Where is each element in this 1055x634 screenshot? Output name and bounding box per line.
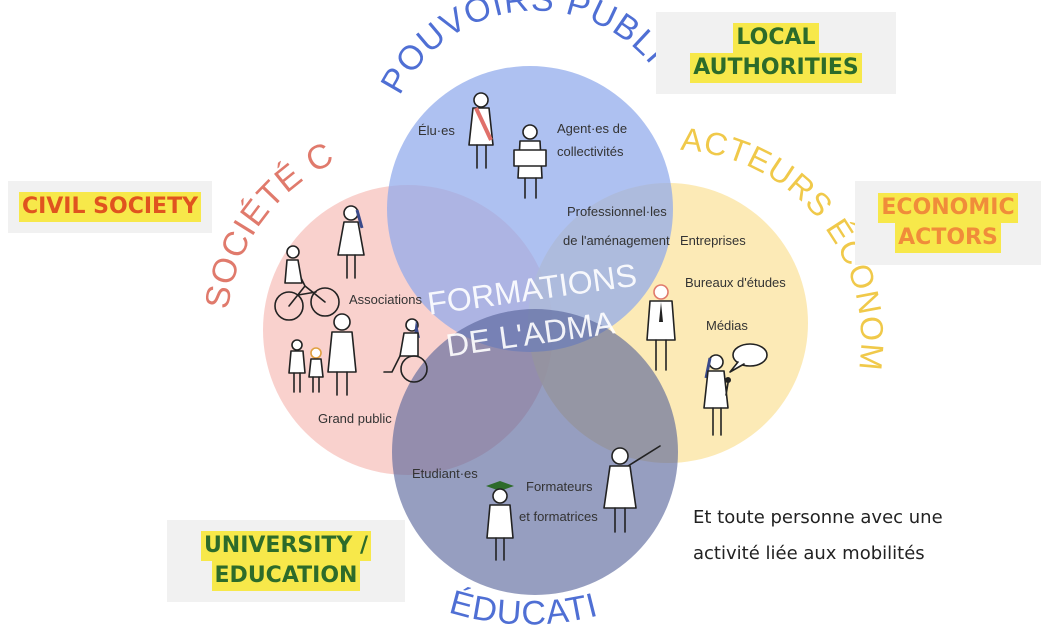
economic-actors-label: ECONOMIC ACTORS xyxy=(855,181,1041,265)
economic-actors-line-2: ACTORS xyxy=(895,223,1001,253)
label-elues: Élu·es xyxy=(418,123,455,138)
university-education-line-2: EDUCATION xyxy=(211,561,361,591)
label-etudiantes: Etudiant·es xyxy=(412,466,478,481)
children-icon xyxy=(288,339,324,393)
adult-person-icon xyxy=(327,313,357,396)
label-formateurs-1: Formateurs xyxy=(526,479,593,494)
civil-society-line-1: CIVIL SOCIETY xyxy=(18,192,202,222)
footer-note-line-1: Et toute personne avec une xyxy=(693,507,943,528)
label-agentes-1: Agent·es de xyxy=(557,121,627,136)
civil-society-label: CIVIL SOCIETY xyxy=(8,181,212,233)
label-bureaux: Bureaux d'études xyxy=(685,275,786,290)
label-formateurs-2: et formatrices xyxy=(519,509,598,524)
teacher-icon xyxy=(603,445,661,533)
speech-bubble-icon xyxy=(729,343,768,373)
label-entreprises: Entreprises xyxy=(680,233,746,248)
label-grand-public: Grand public xyxy=(318,411,392,426)
education-circle xyxy=(392,309,678,595)
local-authorities-label: LOCAL AUTHORITIES xyxy=(656,12,896,94)
elected-official-icon xyxy=(468,92,494,169)
economic-actors-line-1: ECONOMIC xyxy=(878,193,1018,223)
person-icon xyxy=(337,205,365,279)
label-medias: Médias xyxy=(706,318,748,333)
label-pros-2: de l'aménagement xyxy=(563,233,670,248)
local-authorities-line-1: LOCAL xyxy=(733,23,819,53)
label-associations: Associations xyxy=(349,292,422,307)
university-education-label: UNIVERSITY / EDUCATION xyxy=(167,520,405,602)
agent-with-document-icon xyxy=(513,124,547,199)
businessperson-icon xyxy=(646,284,676,371)
public-authorities-circle xyxy=(387,66,673,352)
wheelchair-user-icon xyxy=(383,318,428,383)
graduate-icon xyxy=(486,481,514,561)
bicycle-person-icon xyxy=(274,245,340,321)
label-agentes-2: collectivités xyxy=(557,144,624,159)
footer-note-line-2: activité liée aux mobilités xyxy=(693,543,925,564)
local-authorities-line-2: AUTHORITIES xyxy=(690,53,862,83)
university-education-line-1: UNIVERSITY / xyxy=(200,531,372,561)
label-pros-1: Professionnel·les xyxy=(567,204,667,219)
footer-note: Et toute personne avec une activité liée… xyxy=(693,500,953,572)
journalist-icon xyxy=(703,354,729,436)
microphone-icon xyxy=(725,377,731,396)
